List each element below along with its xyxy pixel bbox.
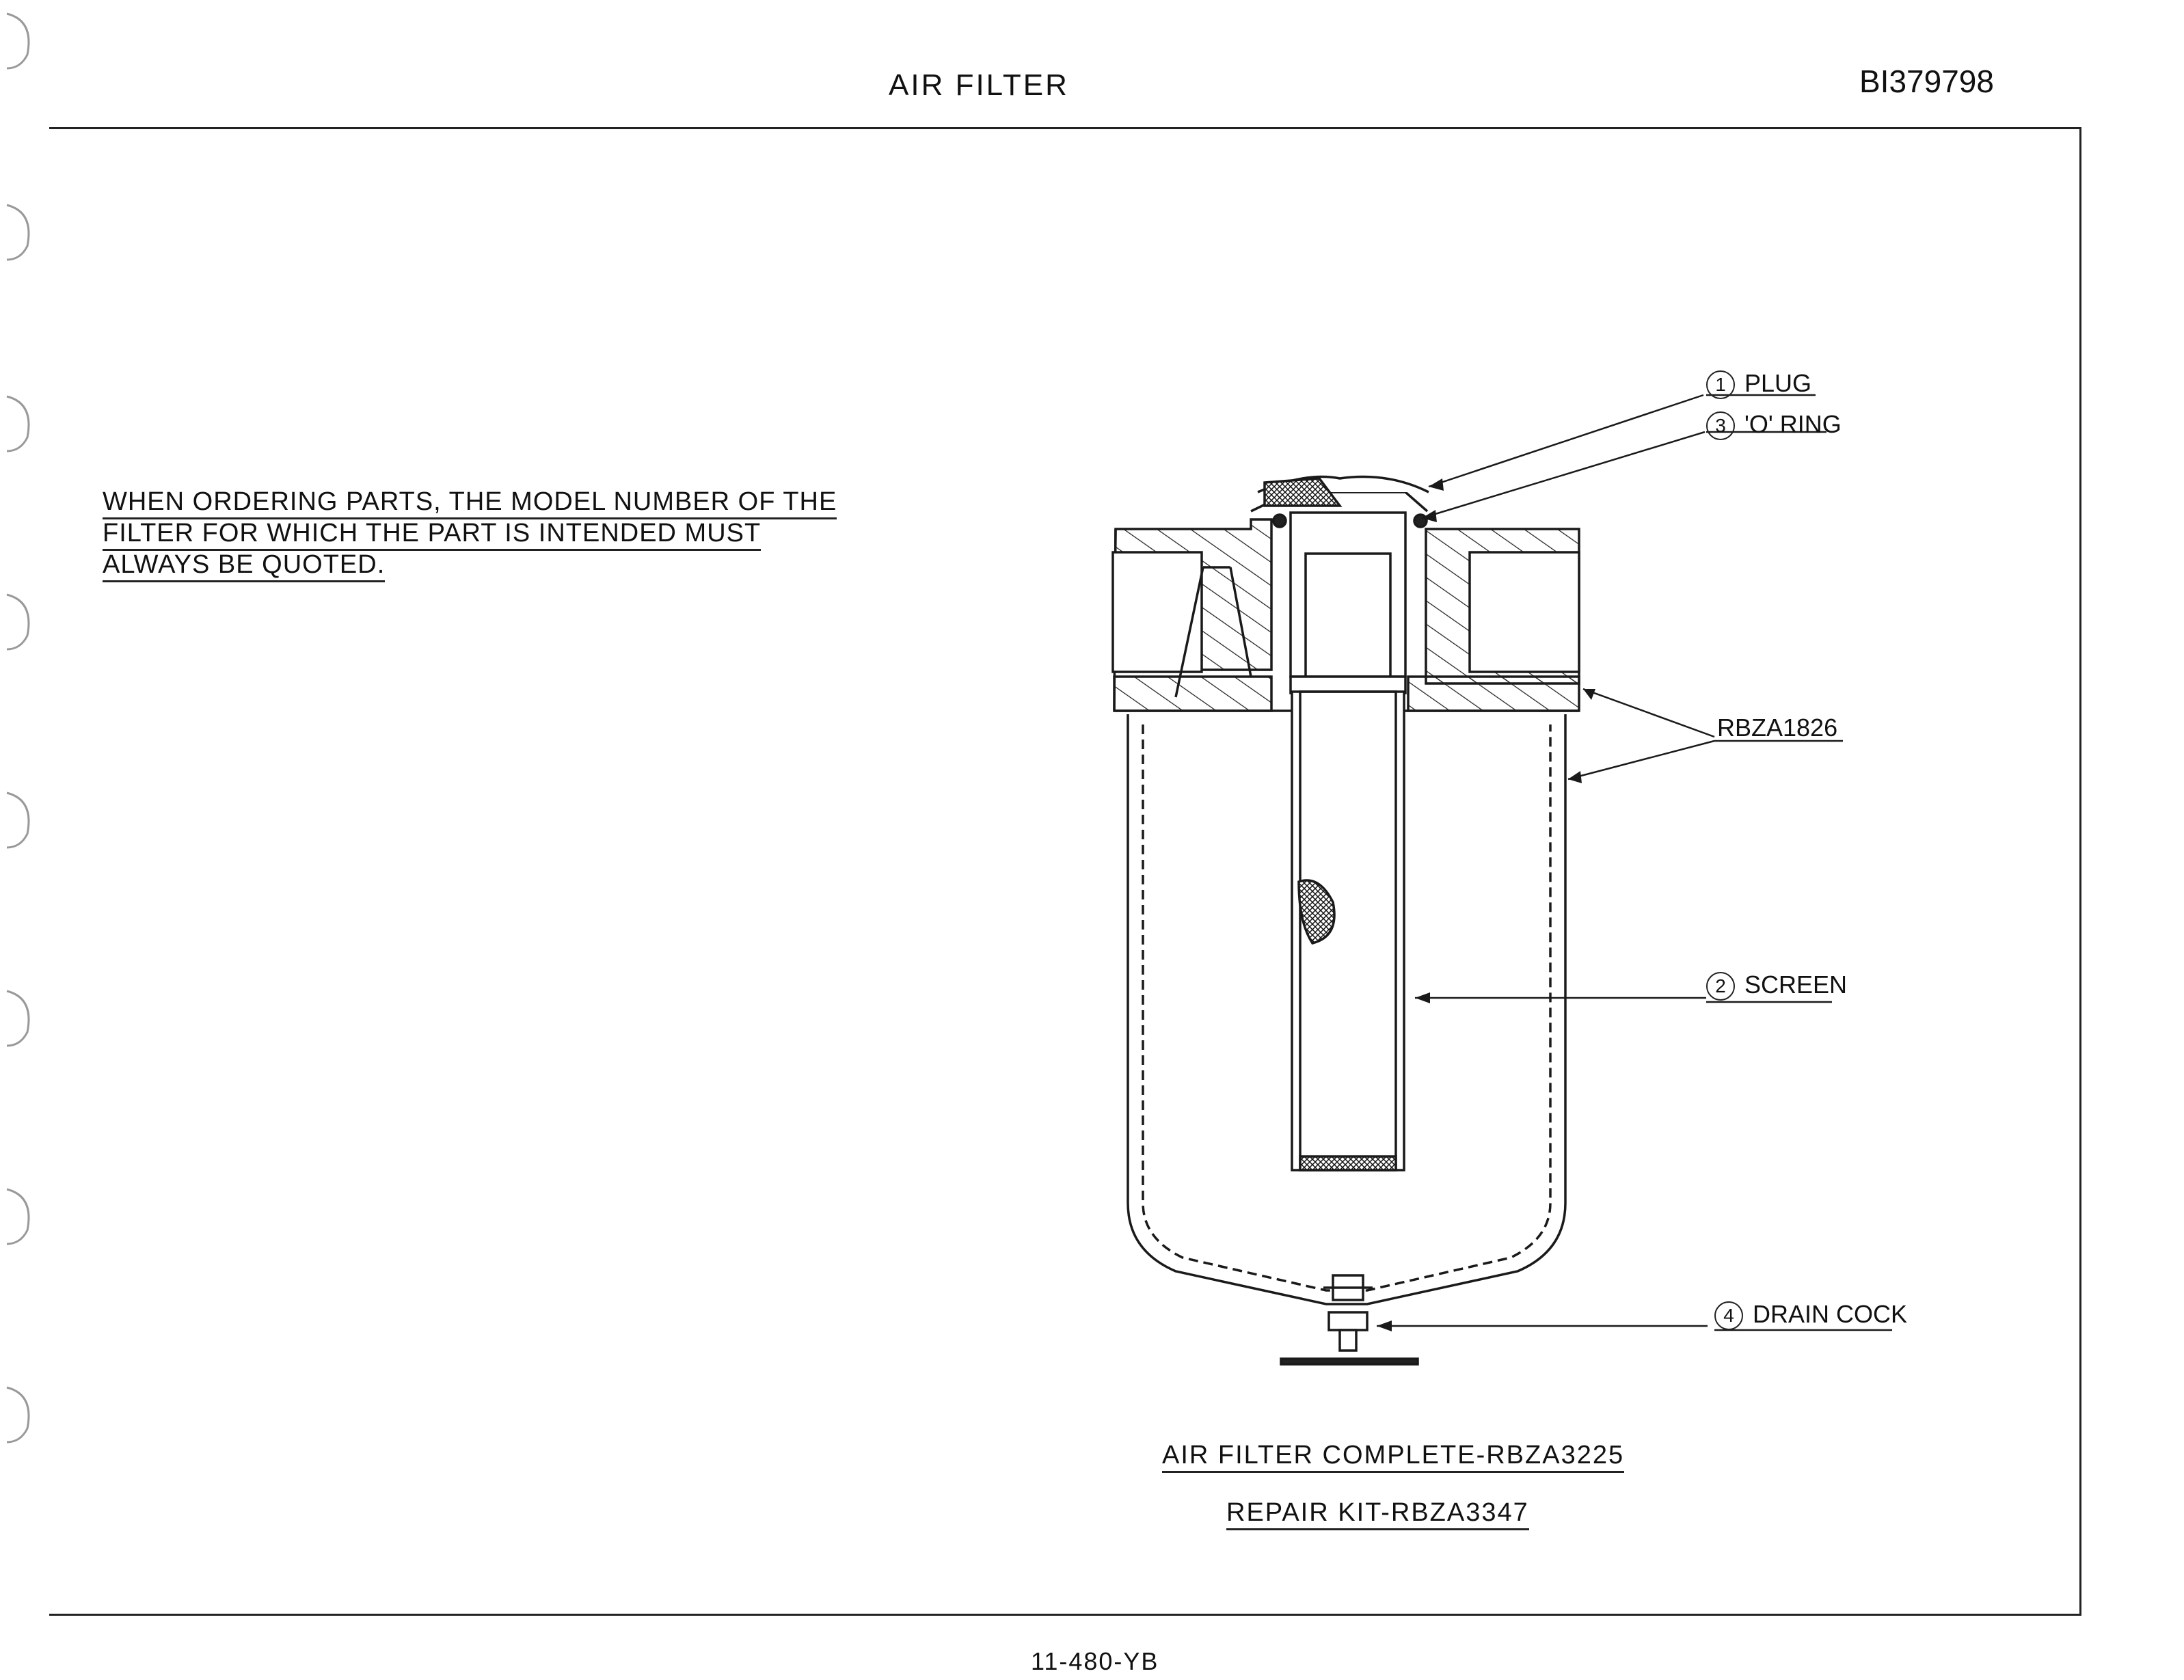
page-reference: 11-480-YB (1031, 1647, 1159, 1675)
label-o-ring: 3 'O' RING (1706, 410, 1842, 441)
page-title: AIR FILTER (889, 68, 1069, 102)
label-body-part-number: RBZA1826 (1717, 714, 1838, 742)
document-number: BI379798 (1859, 64, 1994, 99)
label-screen: 2 SCREEN (1706, 971, 1847, 1001)
ordering-note-line-3: ALWAYS BE QUOTED. (103, 550, 386, 582)
filter-bowl (1127, 714, 1567, 1305)
drawing-frame (49, 127, 2081, 1616)
ordering-note-line-2: FILTER FOR WHICH THE PART IS INTENDED MU… (103, 518, 761, 551)
caption-complete-text: AIR FILTER COMPLETE-RBZA3225 (1162, 1441, 1625, 1473)
ordering-note-text-1: WHEN ORDERING PARTS, THE MODEL NUMBER OF… (103, 487, 837, 519)
caption-repair-kit-text: REPAIR KIT-RBZA3347 (1226, 1498, 1529, 1530)
item-number-1: 1 (1706, 370, 1735, 400)
item-number-3: 3 (1706, 411, 1735, 441)
label-plug-text: PLUG (1744, 369, 1812, 397)
ordering-note-line-1: WHEN ORDERING PARTS, THE MODEL NUMBER OF… (103, 487, 837, 519)
item-number-4: 4 (1714, 1301, 1743, 1331)
ordering-note-text-2: FILTER FOR WHICH THE PART IS INTENDED MU… (103, 519, 761, 551)
ordering-note-text-3: ALWAYS BE QUOTED. (103, 550, 386, 582)
label-drain-cock: 4 DRAIN COCK (1714, 1300, 1908, 1331)
label-drain-cock-text: DRAIN COCK (1753, 1300, 1908, 1328)
binder-holes-decoration (6, 12, 30, 1444)
caption-repair-kit: REPAIR KIT-RBZA3347 (1226, 1498, 1529, 1530)
caption-complete-assembly: AIR FILTER COMPLETE-RBZA3225 (1162, 1441, 1625, 1473)
label-screen-text: SCREEN (1744, 971, 1848, 999)
drain-cock (1280, 1274, 1419, 1366)
label-o-ring-text: 'O' RING (1744, 410, 1842, 438)
label-plug: 1 PLUG (1706, 369, 1812, 400)
item-number-2: 2 (1706, 972, 1735, 1001)
